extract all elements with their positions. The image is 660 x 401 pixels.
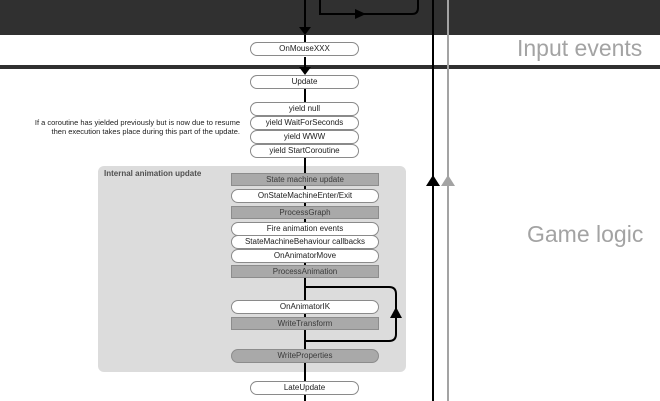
step-process-animation: ProcessAnimation: [231, 265, 379, 278]
header-band: [0, 0, 660, 35]
step-state-machine-behaviour-callbacks: StateMachineBehaviour callbacks: [231, 235, 379, 249]
step-write-properties: WriteProperties: [231, 349, 379, 363]
step-on-animator-move: OnAnimatorMove: [231, 249, 379, 263]
step-write-transform: WriteTransform: [231, 317, 379, 330]
node-on-mouse: OnMouseXXX: [250, 42, 359, 56]
node-yield-www: yield WWW: [250, 130, 359, 144]
arrow-up-icon: [426, 175, 440, 186]
arrow-down-icon: [299, 67, 311, 75]
node-yield-wait-for-seconds: yield WaitForSeconds: [250, 116, 359, 130]
step-on-animator-ik: OnAnimatorIK: [231, 300, 379, 314]
step-on-state-machine-enter-exit: OnStateMachineEnter/Exit: [231, 189, 379, 203]
node-yield-null: yield null: [250, 102, 359, 116]
arrow-up-icon: [390, 307, 402, 318]
section-label-input-events: Input events: [517, 35, 643, 61]
step-process-graph: ProcessGraph: [231, 206, 379, 219]
section-divider: [0, 65, 660, 69]
node-yield-start-coroutine: yield StartCoroutine: [250, 144, 359, 158]
node-update: Update: [250, 75, 359, 89]
coroutine-note: If a coroutine has yielded previously bu…: [34, 118, 240, 136]
animation-panel-title: Internal animation update: [104, 169, 202, 178]
step-state-machine-update: State machine update: [231, 173, 379, 186]
arrow-up-grey-icon: [441, 175, 455, 186]
section-label-game-logic: Game logic: [527, 221, 644, 247]
arrow-down-icon: [299, 27, 311, 35]
arrow-right-icon: [355, 9, 366, 19]
step-fire-animation-events: Fire animation events: [231, 222, 379, 236]
node-late-update: LateUpdate: [250, 381, 359, 395]
